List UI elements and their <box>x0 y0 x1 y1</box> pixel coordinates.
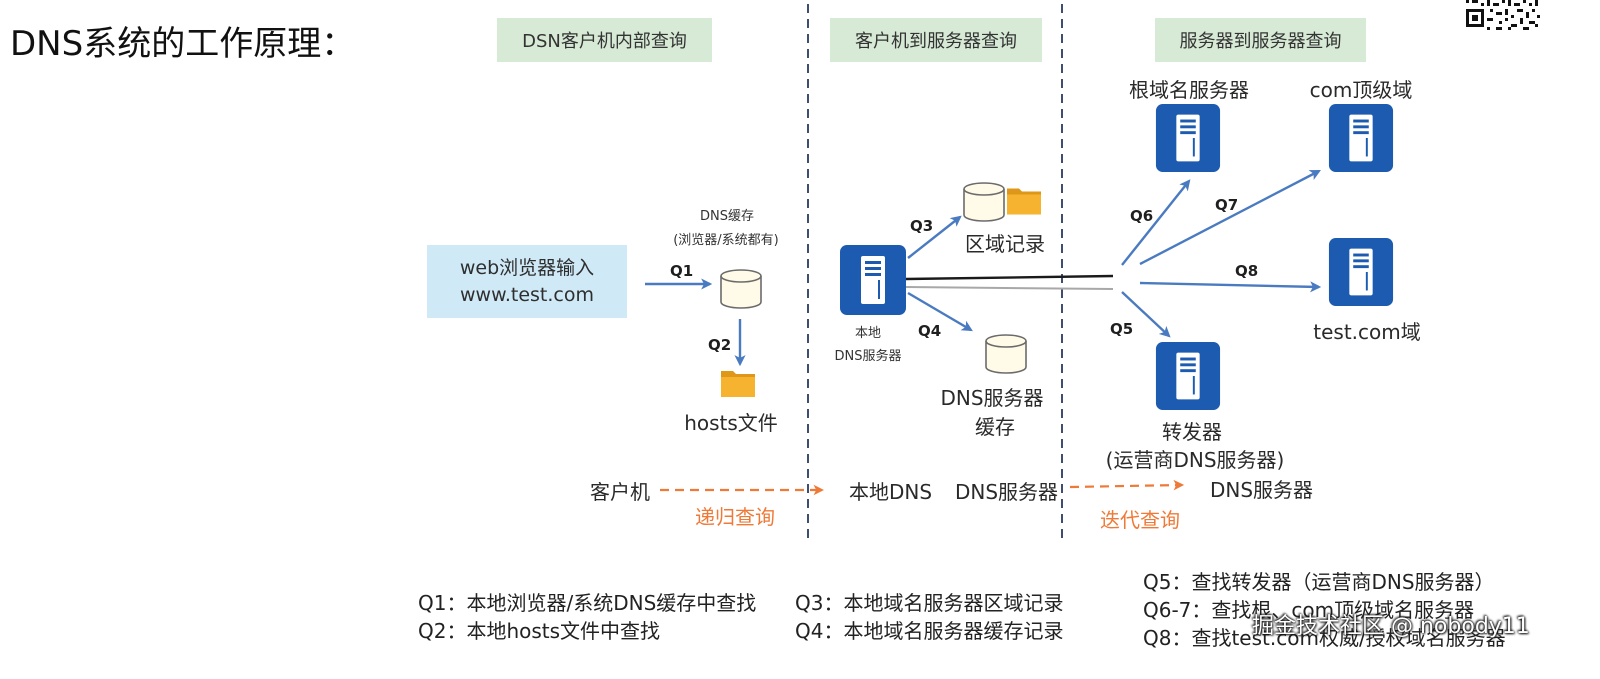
root-server-label: 根域名服务器 <box>1129 78 1249 102</box>
dns-cache-label: DNS缓存 <box>700 209 754 224</box>
q5-label: Q5 <box>1110 320 1134 338</box>
flow-dns-server-right-label: DNS服务器 <box>1210 478 1314 502</box>
q4-arrow <box>907 291 973 332</box>
legend-item-q4: Q4：本地域名服务器缓存记录 <box>795 619 1064 643</box>
legend-item-q5: Q5：查找转发器（运营商DNS服务器） <box>1143 570 1495 594</box>
server-cache-label-line1: DNS服务器 <box>940 386 1044 410</box>
browser-input-label: web浏览器输入 <box>459 256 595 279</box>
flow-dns-server-left-label: DNS服务器 <box>955 480 1059 504</box>
browser-input-url: www.test.com <box>459 283 595 306</box>
q7-arrow <box>1139 169 1321 266</box>
legend-item-q6-7: Q6-7：查找根、com顶级域名服务器 <box>1143 598 1475 622</box>
q6-arrow <box>1121 179 1191 266</box>
com-tld-label: com顶级域 <box>1309 78 1413 102</box>
com-tld-server-icon <box>1328 104 1394 172</box>
legend-item-q3: Q3：本地域名服务器区域记录 <box>795 591 1064 615</box>
q2-label: Q2 <box>708 336 732 354</box>
hosts-file-label: hosts文件 <box>684 411 778 435</box>
flow-client-label: 客户机 <box>590 480 650 504</box>
root-server-icon <box>1155 104 1221 172</box>
forwarder-label-line2: (运营商DNS服务器) <box>1105 448 1285 472</box>
zone-records-database-icon <box>963 182 1005 222</box>
local-dns-server-icon <box>840 245 906 315</box>
server-cache-label-line2: 缓存 <box>975 415 1015 439</box>
connection-line-black <box>905 274 1114 281</box>
legend-item-q2: Q2：本地hosts文件中查找 <box>418 619 661 643</box>
forwarder-server-icon <box>1155 342 1221 410</box>
q8-arrow <box>1139 281 1322 293</box>
local-dns-label-line1: 本地 <box>854 326 882 341</box>
section-header-server-to-server: 服务器到服务器查询 <box>1155 18 1366 62</box>
browser-input-box: web浏览器输入 www.test.com <box>427 245 627 318</box>
watermark: 掘金技术社区 @ nobody11 <box>1252 614 1530 639</box>
local-dns-label-line2: DNS服务器 <box>834 349 902 364</box>
q3-arrow <box>907 215 962 259</box>
section-header-client-to-server: 客户机到服务器查询 <box>830 18 1042 62</box>
forwarder-label-line1: 转发器 <box>1162 420 1222 444</box>
q1-label: Q1 <box>670 262 694 280</box>
test-com-label: test.com域 <box>1313 320 1421 344</box>
q5-arrow <box>1121 291 1171 338</box>
iterative-query-label: 迭代查询 <box>1100 508 1180 532</box>
section-header-client-internal: DSN客户机内部查询 <box>497 18 712 62</box>
dns-cache-note: (浏览器/系统都有) <box>673 233 779 248</box>
q6-label: Q6 <box>1130 207 1154 225</box>
q8-label: Q8 <box>1235 262 1259 280</box>
legend-item-q8: Q8：查找test.com权威/授权域名服务器 <box>1143 626 1506 650</box>
flow-local-dns-label: 本地DNS <box>849 480 933 504</box>
test-com-server-icon <box>1328 238 1394 306</box>
iterative-query-arrow <box>1069 479 1185 491</box>
dns-cache-database-icon <box>720 269 762 309</box>
qr-code <box>1464 0 1542 31</box>
page-title: DNS系统的工作原理： <box>10 24 356 64</box>
connection-line-grey <box>905 286 1114 290</box>
zone-records-folder-icon <box>1007 188 1041 215</box>
q7-label: Q7 <box>1215 196 1239 214</box>
zone-records-label: 区域记录 <box>965 232 1045 256</box>
q4-label: Q4 <box>918 322 942 340</box>
legend-item-q1: Q1：本地浏览器/系统DNS缓存中查找 <box>418 591 757 615</box>
recursive-query-label: 递归查询 <box>695 505 775 529</box>
hosts-folder-icon <box>721 371 755 397</box>
server-cache-database-icon <box>985 334 1027 374</box>
q3-label: Q3 <box>910 217 934 235</box>
